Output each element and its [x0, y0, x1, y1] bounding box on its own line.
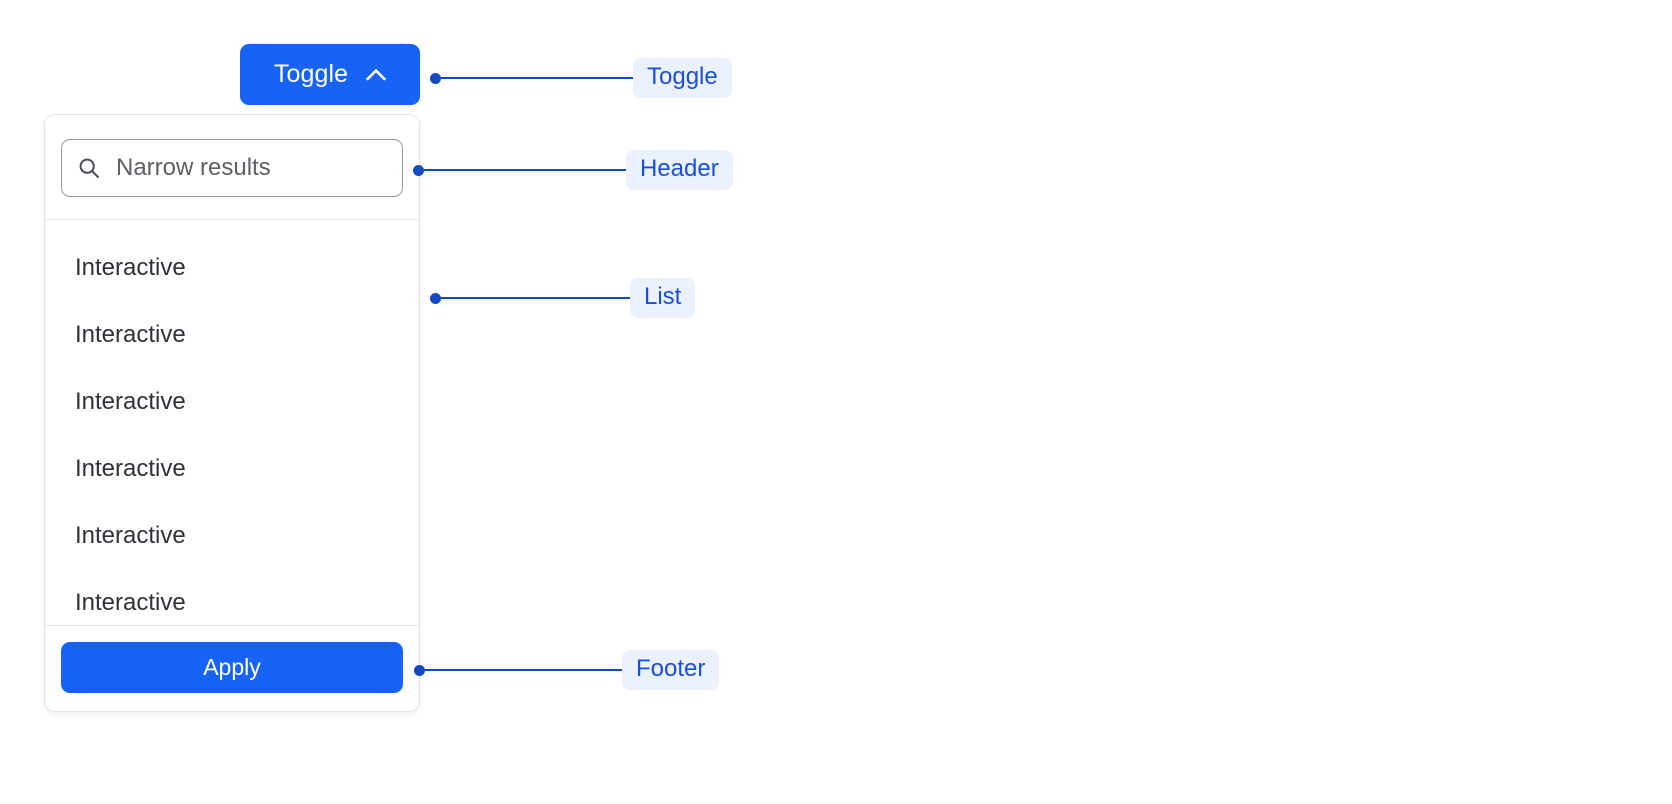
toggle-button-label: Toggle [273, 60, 349, 88]
annotation-leader-line [425, 669, 622, 671]
annotation-label-toggle: Toggle [633, 58, 732, 98]
dropdown-footer: Apply [45, 625, 419, 711]
search-box[interactable] [61, 139, 403, 197]
annotation-label-list: List [630, 278, 696, 318]
annotation-label-footer: Footer [622, 650, 720, 690]
chevron-up-icon [366, 68, 386, 81]
annotation-dot-icon [430, 292, 441, 304]
list-item[interactable]: Interactive [75, 521, 186, 549]
annotation-dot-icon [414, 664, 425, 676]
list-item[interactable]: Interactive [75, 320, 186, 348]
apply-button[interactable]: Apply [61, 642, 403, 693]
annotation-leader-line [424, 169, 626, 171]
dropdown-panel: Interactive Interactive Interactive Inte… [44, 114, 420, 712]
list-item[interactable]: Interactive [75, 454, 186, 482]
list-item[interactable]: Interactive [75, 253, 186, 281]
toggle-button[interactable]: Toggle [240, 44, 420, 105]
annotation-dot-icon [413, 164, 424, 176]
list-item[interactable]: Interactive [75, 387, 186, 415]
dropdown-list: Interactive Interactive Interactive Inte… [45, 220, 419, 625]
annotation-label-header: Header [626, 150, 733, 190]
search-input[interactable] [62, 140, 402, 196]
search-icon [78, 157, 100, 179]
annotation-leader-line [441, 77, 633, 79]
dropdown-header [45, 115, 419, 220]
annotation-dot-icon [430, 72, 441, 84]
list-item[interactable]: Interactive [75, 588, 186, 616]
annotation-leader-line [441, 297, 630, 299]
